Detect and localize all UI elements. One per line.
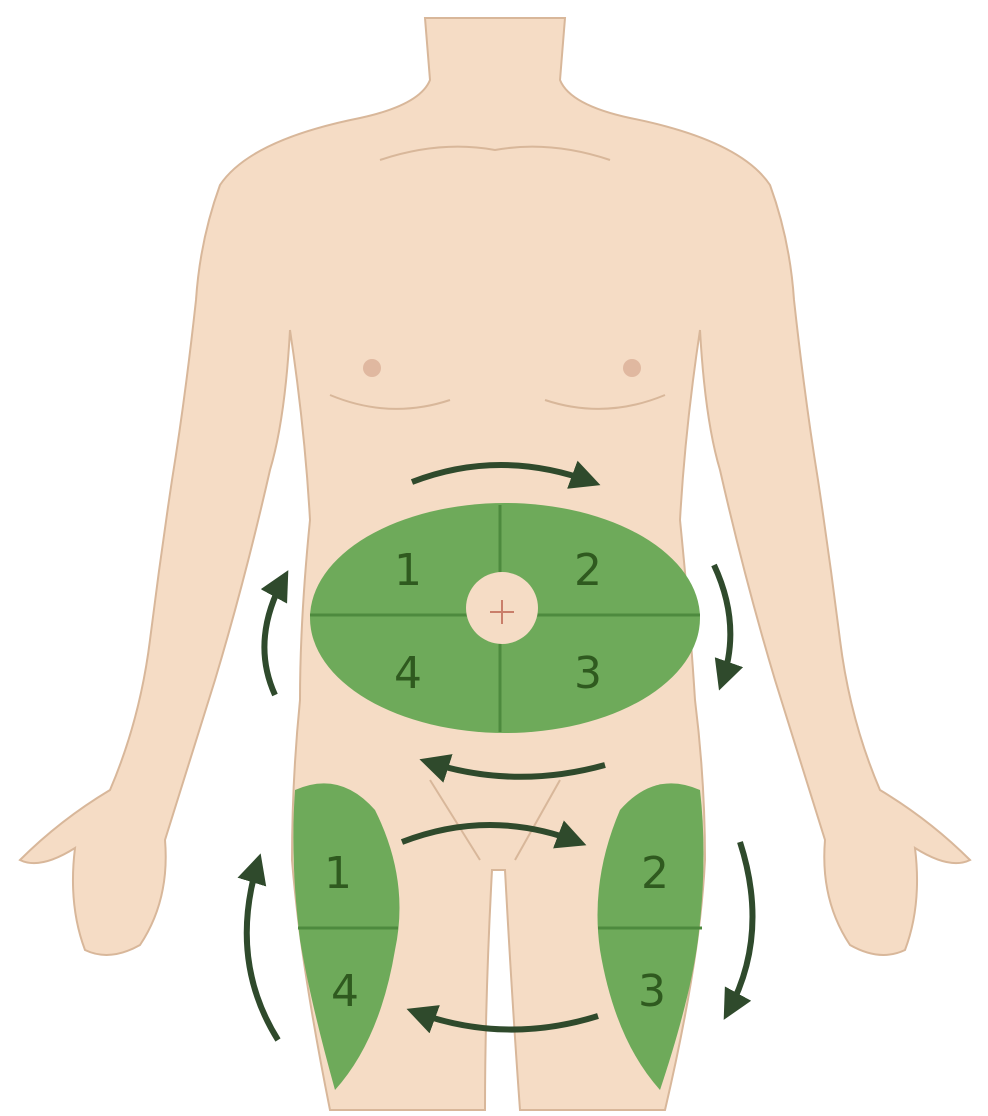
left-thigh-zone-4: 4 (331, 966, 359, 1017)
right-thigh-zone-3: 3 (638, 966, 666, 1017)
abdomen-zone-2: 2 (574, 545, 602, 596)
arrow-up-icon (264, 578, 284, 695)
arrow-down-icon (728, 842, 753, 1012)
abdomen-zone-4: 4 (394, 648, 422, 699)
abdomen-zone-3: 3 (574, 648, 602, 699)
arrow-up-icon (247, 862, 278, 1040)
arrow-down-icon (714, 565, 730, 682)
abdomen-zone: 1 2 3 4 (310, 503, 700, 733)
nipple-right (623, 359, 641, 377)
left-thigh-zone-1: 1 (324, 848, 352, 899)
right-thigh-zone-2: 2 (641, 848, 669, 899)
abdomen-zone-1: 1 (394, 545, 422, 596)
nipple-left (363, 359, 381, 377)
